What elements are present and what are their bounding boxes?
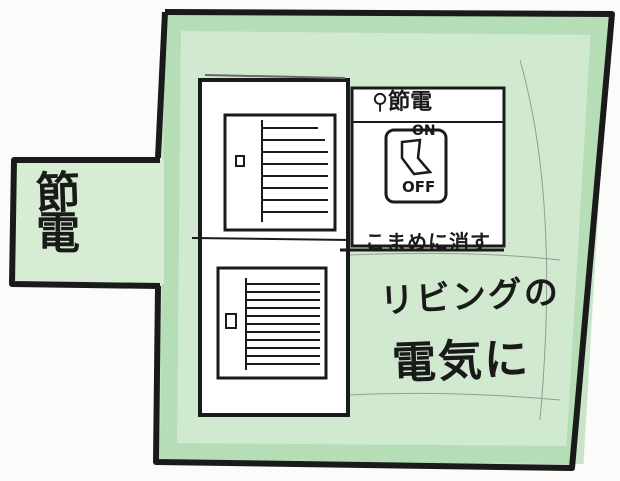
switch-off-label: OFF xyxy=(402,178,436,196)
door-divider xyxy=(191,237,351,241)
side-tab-fill xyxy=(14,160,164,284)
switch-plate-caption: こまめに消す xyxy=(365,230,491,254)
door-panel-pencil xyxy=(204,74,346,79)
side-tab-outline xyxy=(9,157,161,289)
side-label-line2: 電 xyxy=(36,208,82,259)
window-top-slats xyxy=(261,120,328,222)
main-room-outline-top xyxy=(155,11,168,159)
window-top xyxy=(223,113,337,232)
window-bottom-handle xyxy=(225,313,237,329)
switch-toggle xyxy=(400,138,433,176)
switch-plate-title: ⚲節電 xyxy=(372,90,433,115)
window-top-handle xyxy=(235,155,245,167)
window-bottom-slats xyxy=(245,278,320,370)
message-line1: リビングの xyxy=(379,272,561,322)
main-room-outline xyxy=(153,9,615,471)
pencil-marks xyxy=(349,59,561,421)
switch-on-label: ON xyxy=(412,123,436,139)
message-line2: 電気に xyxy=(391,333,531,390)
